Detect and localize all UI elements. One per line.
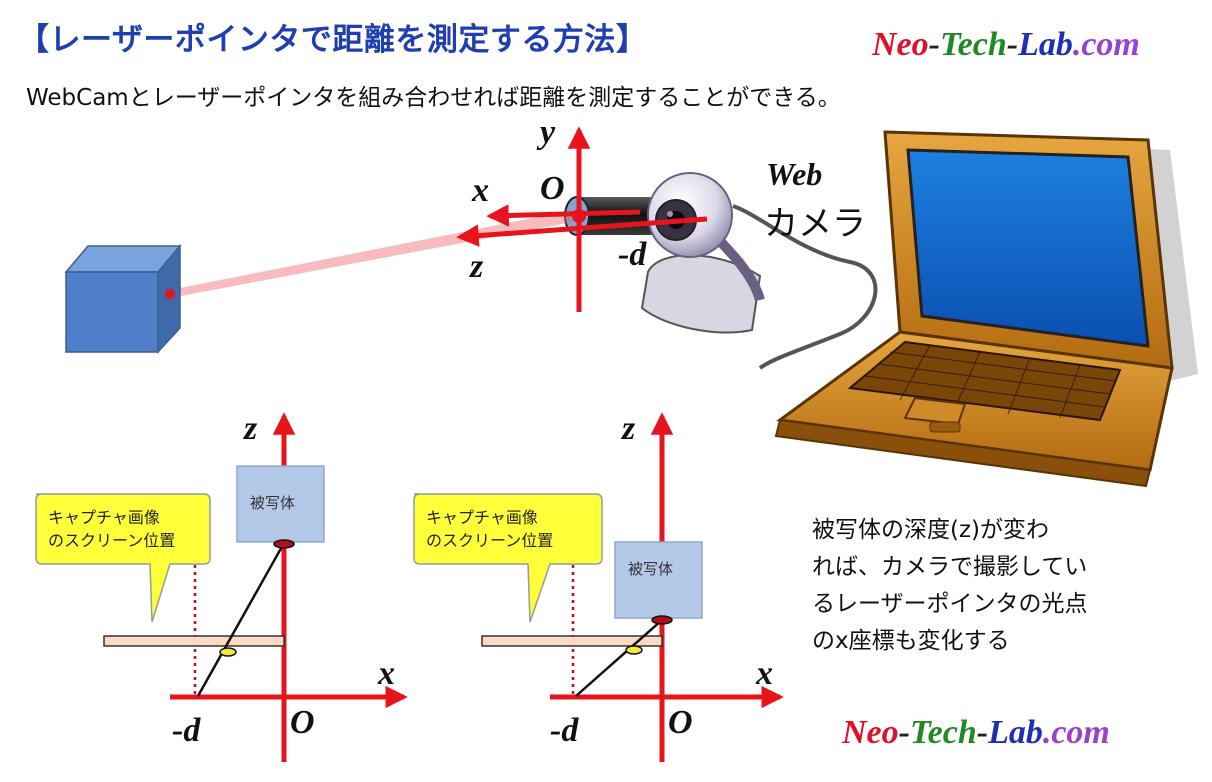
panel-2-callout-text: キャプチャ画像 のスクリーン位置 (426, 506, 553, 552)
panel-1-callout-line-2: のスクリーン位置 (48, 531, 176, 550)
panel-1-callout-bubble (35, 493, 211, 623)
panel-1-offset-label: -d (172, 712, 201, 749)
brand-com: .com (1042, 714, 1110, 751)
panel-2-callout-line-2: のスクリーン位置 (426, 531, 554, 550)
webcam-illustration (640, 172, 765, 334)
brand-lab: Lab (988, 714, 1043, 751)
brand-sep: - (898, 714, 910, 751)
panel-1-graphics (35, 412, 408, 762)
panel-1-axis-z-label: z (244, 410, 258, 447)
panel-2-axis-z-label: z (622, 410, 636, 447)
target-cube (64, 243, 182, 354)
note-line-2: れば、カメラで撮影してい (812, 554, 1088, 580)
top-origin-label: O (540, 170, 565, 207)
panel-1-screen-bar (103, 635, 285, 647)
panel-2-screen-bar (481, 635, 663, 647)
panel-2-subject-box (614, 541, 703, 619)
subtitle: WebCamとレーザーポインタを組み合わせれば距離を測定することができる。 (26, 85, 841, 111)
laser-beam (170, 210, 573, 298)
brand-logo-top: Neo-Tech-Lab.com (872, 26, 1140, 64)
brand-logo-bottom: Neo-Tech-Lab.com (842, 714, 1110, 752)
panel-1-callout-line-1: キャプチャ画像 (48, 508, 160, 527)
panel-2-callout-bubble (413, 493, 603, 623)
note-line-3: るレーザーポインタの光点 (812, 591, 1088, 617)
panel-1-callout-text: キャプチャ画像 のスクリーン位置 (48, 506, 175, 552)
note-line-1: 被写体の深度(z)が変わ (812, 517, 1050, 543)
brand-sep: - (1006, 26, 1019, 63)
camera-cable (732, 204, 878, 370)
top-axis-y-label: y (540, 114, 556, 151)
top-axes (456, 126, 708, 312)
panel-2-graphics (413, 412, 784, 762)
panel-1-axis-x-label: x (378, 655, 395, 692)
page-title: 【レーザーポインタで距離を測定する方法】 (18, 22, 648, 58)
brand-com: .com (1072, 26, 1140, 63)
top-offset-label: -d (618, 236, 647, 273)
brand-neo: Neo (842, 714, 899, 751)
brand-tech: Tech (909, 714, 977, 751)
webcam-label-camera: カメラ (764, 204, 866, 244)
note-line-4: のx座標も変化する (812, 628, 1010, 654)
panel-2-subject-label: 被写体 (628, 560, 674, 578)
panel-2-offset-label: -d (550, 712, 579, 749)
panel-1-subject-label: 被写体 (250, 494, 296, 512)
explanation-note: 被写体の深度(z)が変わ れば、カメラで撮影してい るレーザーポインタの光点 の… (812, 512, 1088, 660)
brand-neo: Neo (872, 26, 929, 63)
panel-2-axis-x-label: x (756, 655, 773, 692)
panel-1-origin-label: O (290, 704, 315, 741)
brand-lab: Lab (1018, 26, 1073, 63)
panel-2-callout-line-1: キャプチャ画像 (426, 508, 538, 527)
top-axis-x-label: x (472, 172, 489, 209)
laptop-illustration (774, 130, 1198, 488)
panel-2-origin-label: O (668, 704, 693, 741)
brand-tech: Tech (939, 26, 1007, 63)
brand-sep: - (928, 26, 940, 63)
top-axis-z-label: z (470, 248, 484, 285)
brand-sep: - (976, 714, 989, 751)
panel-1-subject-box (236, 465, 325, 543)
webcam-label-web: Web (766, 156, 823, 192)
